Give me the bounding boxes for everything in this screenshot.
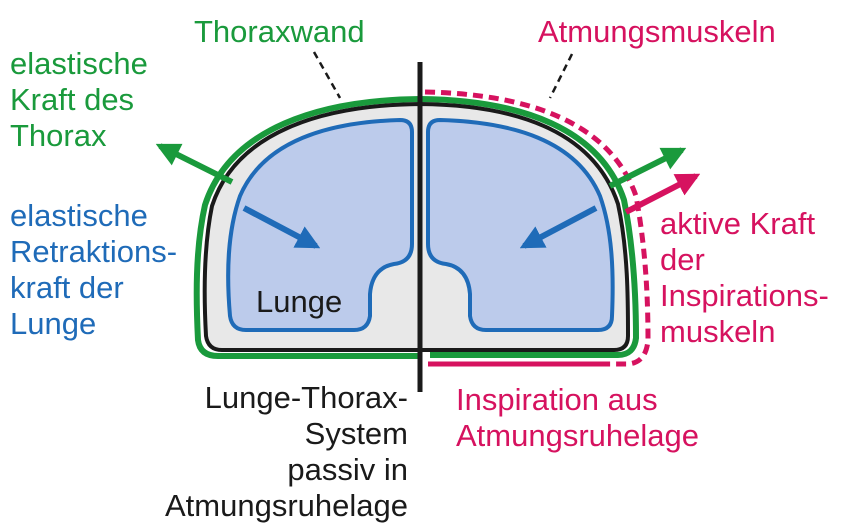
arrow-retraction-left: [242, 205, 321, 249]
label-passive-system-line: passiv in: [287, 452, 408, 487]
label-atmungsmuskeln: Atmungsmuskeln: [538, 14, 776, 49]
label-passive-system-line: Lunge-Thorax-: [204, 380, 408, 415]
label-active-force-line: muskeln: [660, 314, 776, 349]
arrow-thorax-left: [155, 143, 234, 185]
label-thoraxwand: Thoraxwand: [194, 14, 365, 49]
label-elastic-retraction-line: elastische: [10, 198, 148, 233]
label-elastic-retraction-line: Retraktions-: [10, 234, 178, 269]
label-lunge: Lunge: [256, 284, 343, 319]
label-elastic-retraction-line: Lunge: [10, 306, 97, 341]
thorax-elastic-outline-right: [419, 96, 640, 358]
arrow-inspiration-force: [624, 173, 701, 215]
label-passive-system: Lunge-Thorax- System passiv in Atmungsru…: [165, 380, 408, 524]
thorax-elastic-outline: [193, 96, 421, 359]
label-elastic-thorax-line: Kraft des: [10, 82, 135, 117]
atmungsmuskeln-pointer: [548, 53, 574, 99]
label-active-force-line: Inspirations-: [660, 278, 829, 313]
label-passive-system-line: Atmungsruhelage: [165, 488, 408, 523]
thoraxwand-pointer: [312, 51, 342, 99]
label-elastic-thorax: elastische Kraft des Thorax: [10, 46, 148, 154]
lung-right: [426, 117, 615, 332]
label-inspiration: Inspiration aus Atmungsruhelage: [456, 382, 699, 454]
label-active-force: aktive Kraft der Inspirations- muskeln: [660, 206, 829, 350]
label-elastic-thorax-line: Thorax: [10, 118, 107, 153]
arrow-thorax-right: [608, 147, 687, 189]
label-inspiration-line: Atmungsruhelage: [456, 418, 699, 453]
label-active-force-line: aktive Kraft: [660, 206, 816, 241]
muscle-expanded-outline: [424, 89, 651, 367]
label-elastic-retraction-line: kraft der: [10, 270, 124, 305]
lung-left: [226, 117, 414, 332]
label-active-force-line: der: [660, 242, 705, 277]
arrow-retraction-right: [519, 205, 598, 249]
label-passive-system-line: System: [304, 416, 408, 451]
label-elastic-retraction: elastische Retraktions- kraft der Lunge: [10, 198, 177, 342]
label-inspiration-line: Inspiration aus: [456, 382, 658, 417]
label-elastic-thorax-line: elastische: [10, 46, 148, 81]
